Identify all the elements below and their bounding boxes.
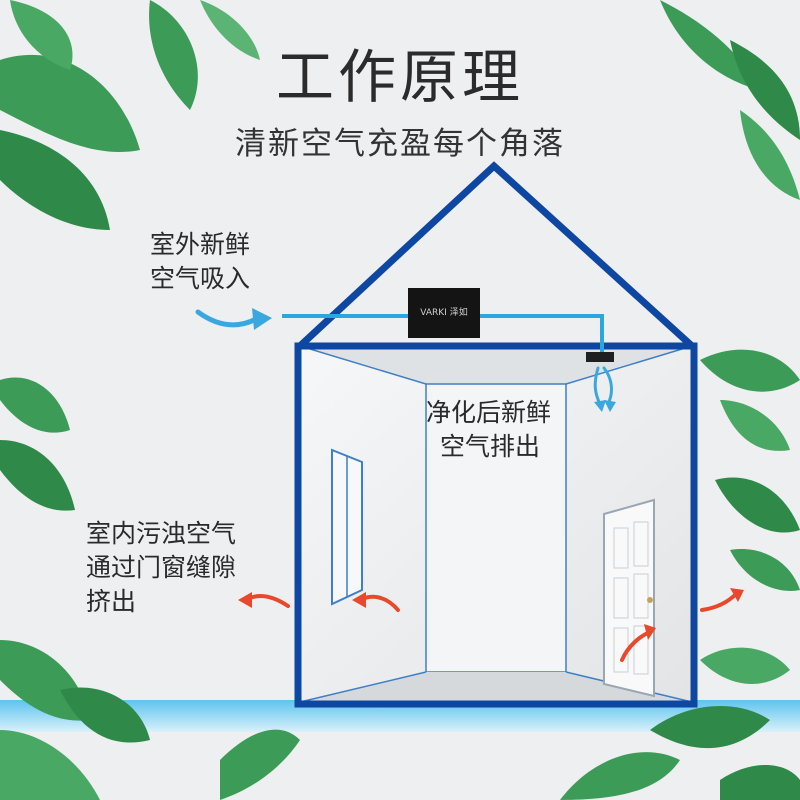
stale-air-out-line-1: 室内污浊空气 [86,519,237,548]
ventilation-unit-icon [408,288,480,338]
ventilation-unit-brand: VARKI 泽如 [420,308,468,318]
ceiling-vent [586,352,614,362]
leaf-icon [0,0,260,230]
roof [297,161,695,349]
window-icon [331,448,363,606]
door-icon [603,498,655,698]
leaf-icon [560,647,800,800]
room-floor [300,672,692,702]
arrow-icon [644,624,656,640]
arrow-icon [195,309,261,328]
room-frame [294,342,698,708]
back-wall [425,383,567,673]
arrow-icon [594,400,606,412]
arrow-icon [238,592,252,608]
air-duct [282,314,604,352]
arrow-icon [700,592,738,612]
arrow-icon [730,588,744,602]
stale-air-out-line-3: 挤出 [86,587,137,616]
page-title: 工作原理 [275,43,524,111]
leaf-icon [0,377,75,511]
clean-air-out-line-1: 净化后新鲜 [426,398,552,427]
clean-air-out-label: 净化后新鲜 空气排出 [426,396,551,464]
arrow-icon [604,400,616,412]
arrow-icon [252,308,272,330]
fresh-air-in-line-1: 室外新鲜 [150,230,251,259]
leaf-icon [700,349,800,591]
house [294,161,698,708]
leaf-icon [0,640,300,800]
arrow-icon [244,594,290,608]
arrow-icon [352,592,366,608]
stale-air-out-label: 室内污浊空气 通过门窗缝隙 挤出 [86,517,236,619]
fresh-air-in-line-2: 空气吸入 [150,264,251,293]
page-subtitle: 清新空气充盈每个角落 [235,126,565,162]
fresh-air-in-label: 室外新鲜 空气吸入 [150,228,250,296]
leaf-icon [660,0,800,200]
clean-air-out-line-2: 空气排出 [440,432,541,461]
stale-air-out-line-2: 通过门窗缝隙 [86,553,237,582]
